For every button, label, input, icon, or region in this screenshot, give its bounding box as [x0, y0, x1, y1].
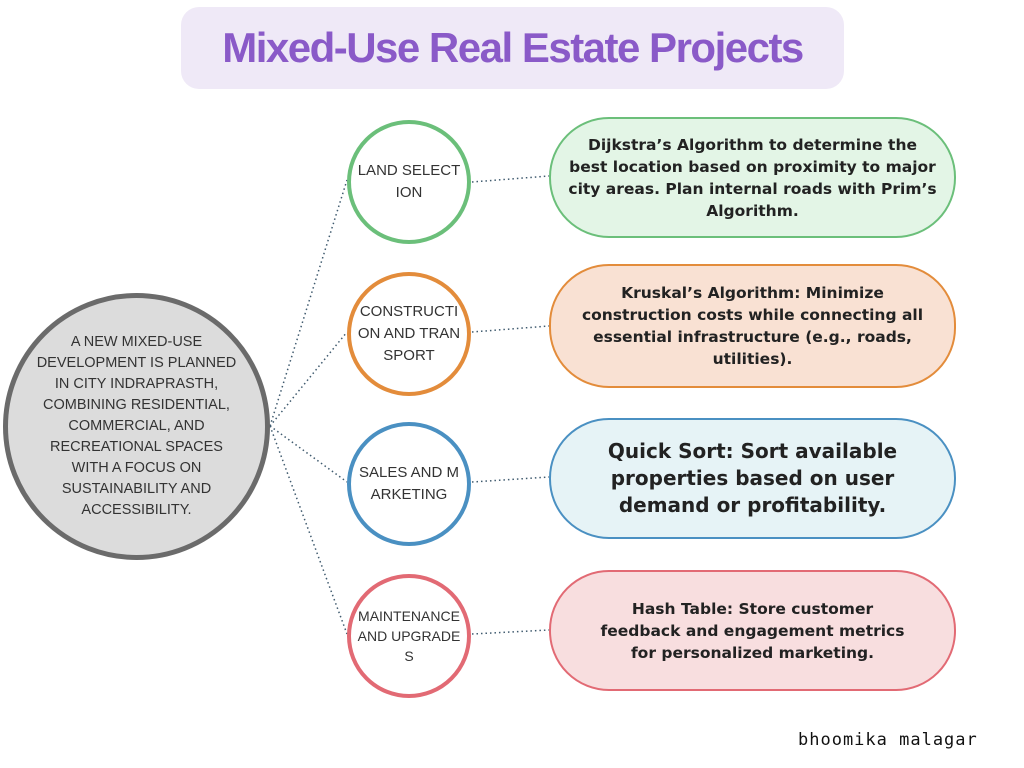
detail-construction-transport: Kruskal’s Algorithm: Minimize constructi…: [549, 264, 956, 388]
topic-land-selection: LAND SELECTION: [347, 120, 471, 244]
connector-main-to-land: [269, 179, 348, 427]
topic-land-selection-label: LAND SELECTION: [357, 162, 461, 201]
detail-maintenance-upgrades-text: Hash Table: Store customer feedback and …: [600, 599, 905, 662]
detail-construction-transport-text: Kruskal’s Algorithm: Minimize constructi…: [581, 284, 924, 368]
topic-maintenance-upgrades: MAINTENANCE AND UPGRADES: [347, 574, 471, 698]
main-node: A NEW MIXED-USE DEVELOPMENT IS PLANNED I…: [3, 293, 270, 560]
connector-main-to-maintenance: [269, 425, 348, 635]
connector-sales-to-detail: [471, 476, 550, 483]
detail-land-selection: Dijkstra’s Algorithm to determine the be…: [549, 117, 956, 238]
detail-land-selection-text: Dijkstra’s Algorithm to determine the be…: [568, 135, 937, 220]
page-title: Mixed-Use Real Estate Projects: [222, 24, 804, 71]
topic-sales-marketing-label: SALES AND MARKETING: [358, 464, 460, 503]
detail-maintenance-upgrades: Hash Table: Store customer feedback and …: [549, 570, 956, 691]
topic-construction-transport: CONSTRUCTION AND TRANSPORT: [347, 272, 471, 396]
connector-maintenance-to-detail: [471, 629, 550, 635]
topic-maintenance-upgrades-label: MAINTENANCE AND UPGRADES: [357, 608, 461, 664]
author-credit: bhoomika malagar: [798, 730, 978, 750]
title-banner: Mixed-Use Real Estate Projects: [181, 7, 844, 89]
detail-sales-marketing-text: Quick Sort: Sort available properties ba…: [607, 439, 898, 517]
main-node-text: A NEW MIXED-USE DEVELOPMENT IS PLANNED I…: [36, 334, 237, 518]
topic-construction-transport-label: CONSTRUCTION AND TRANSPORT: [357, 303, 461, 364]
connector-main-to-sales: [269, 425, 348, 483]
detail-sales-marketing: Quick Sort: Sort available properties ba…: [549, 418, 956, 539]
connector-construction-to-detail: [471, 325, 550, 333]
topic-sales-marketing: SALES AND MARKETING: [347, 422, 471, 546]
connector-main-to-construction: [269, 331, 348, 427]
connector-land-to-detail: [471, 175, 550, 183]
